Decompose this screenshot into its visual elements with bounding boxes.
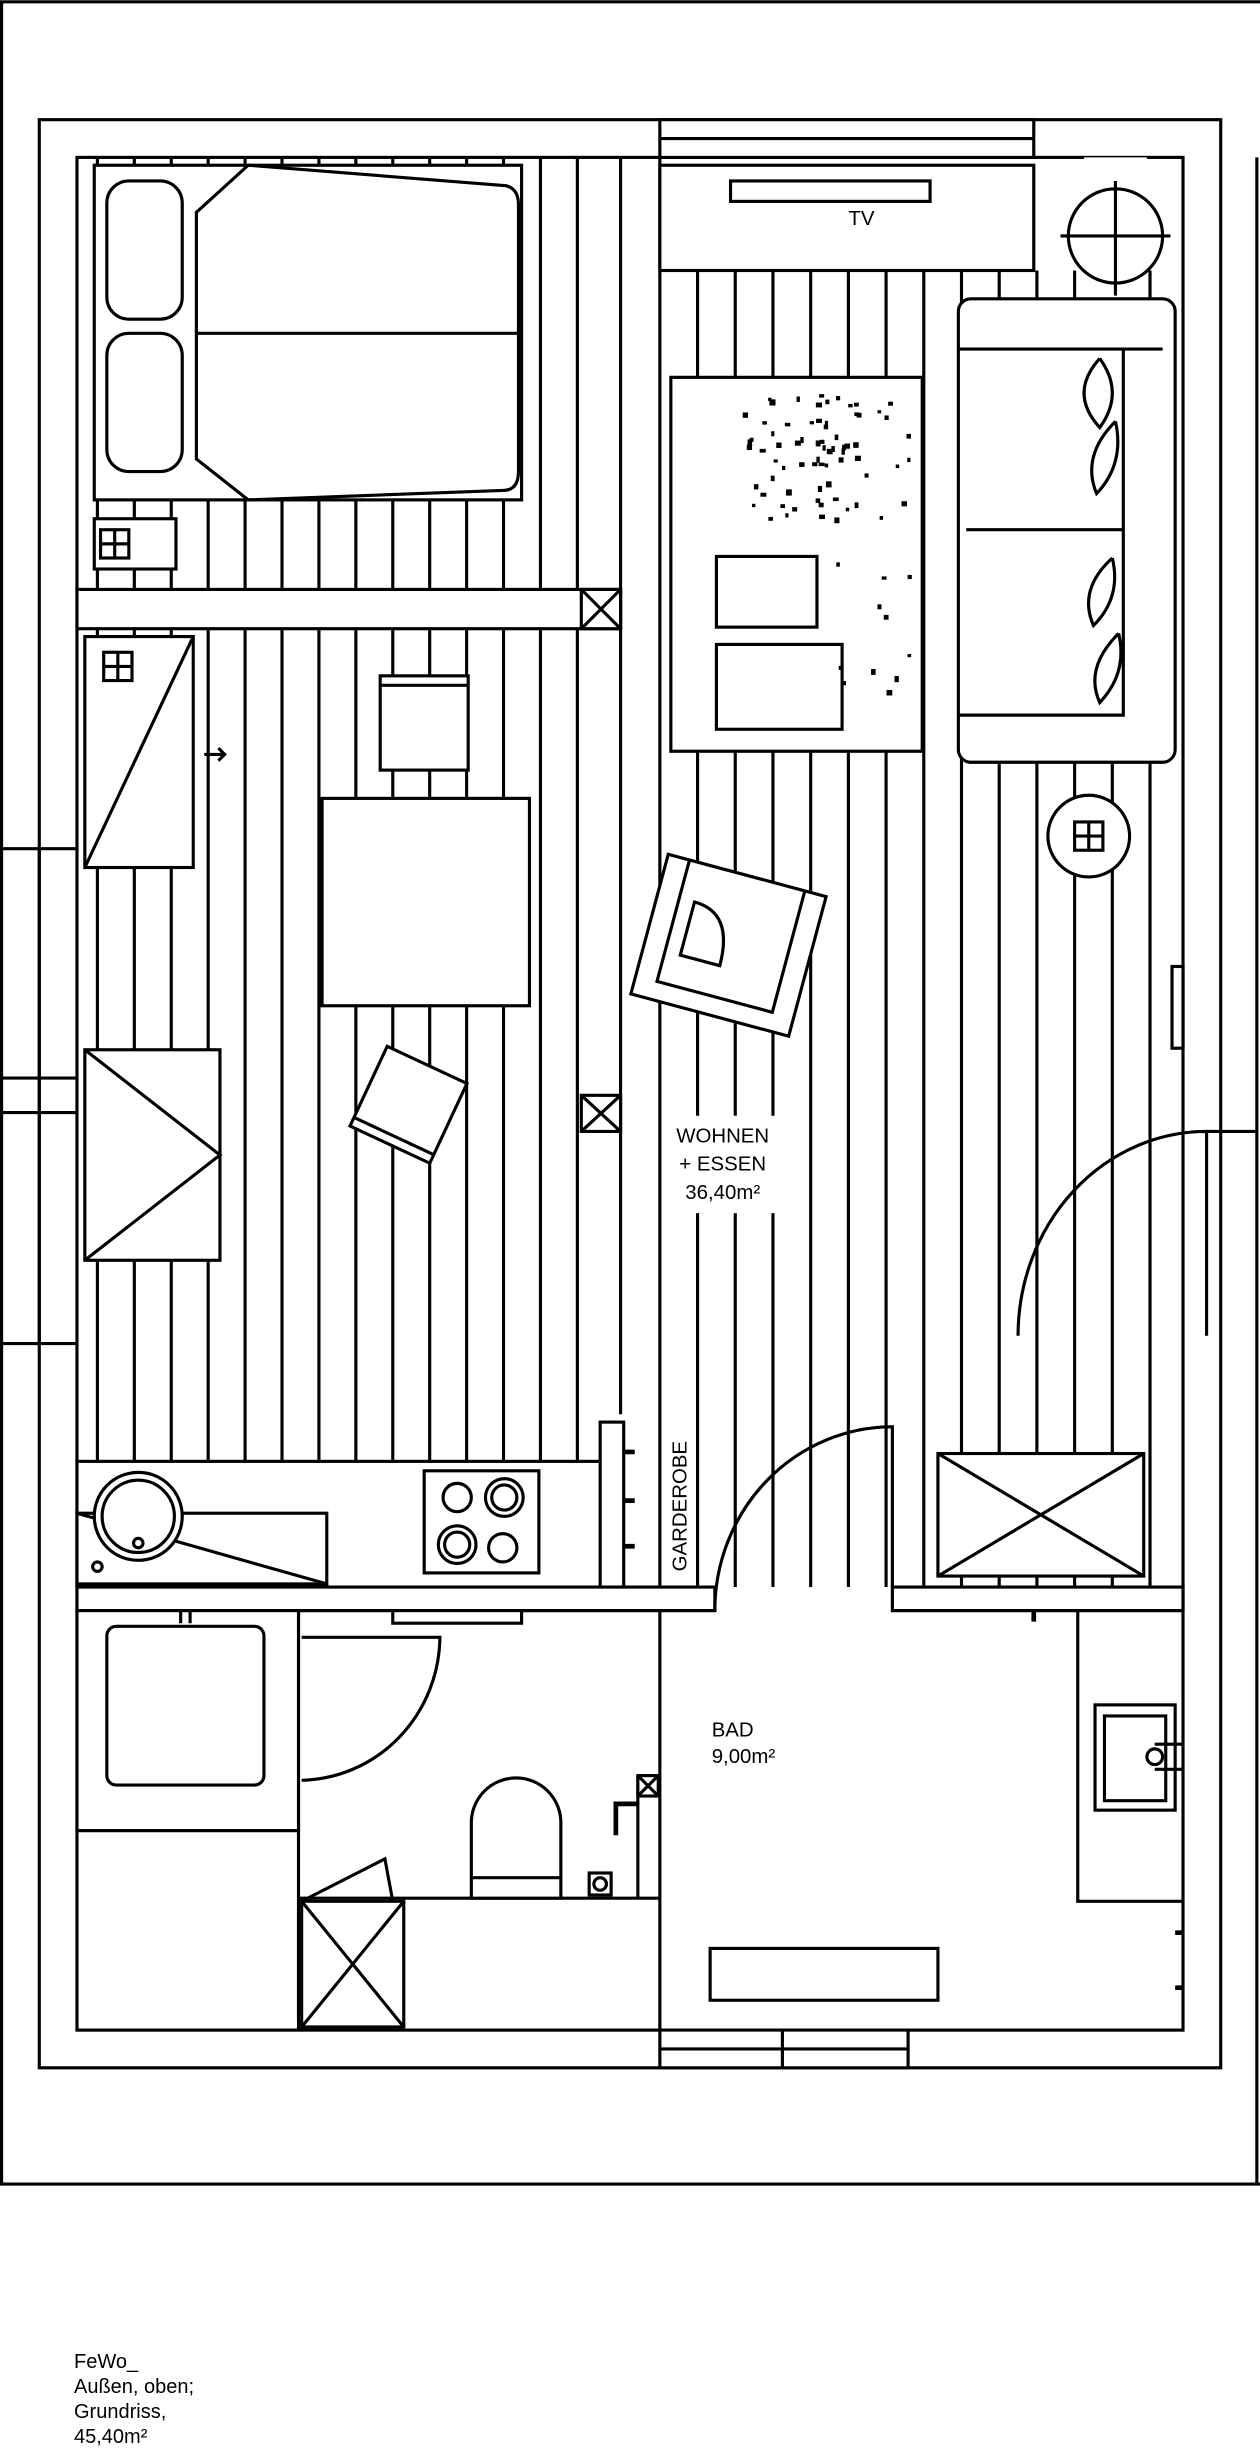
room-area-bath: 9,00m² <box>712 1746 776 1768</box>
lamp-icon <box>98 528 131 560</box>
arrow-icon <box>204 746 227 762</box>
window-bottom <box>658 2028 910 2070</box>
room-name-line2: + ESSEN <box>679 1154 766 1176</box>
floor-lamp-icon <box>1060 157 1171 299</box>
drawing-caption: FeWo_ Außen, oben; Grundriss, 45,40m² <box>74 2350 194 2450</box>
double-bed <box>92 163 524 502</box>
window-left <box>1 847 77 1346</box>
interior-wall <box>75 1585 1185 1613</box>
hob <box>422 1469 541 1575</box>
tv-label: TV <box>848 208 874 230</box>
lamp-icon <box>102 650 134 683</box>
tv <box>728 179 932 203</box>
window-top <box>658 118 1036 159</box>
wc-door[interactable] <box>301 1635 442 1782</box>
caption-line: FeWo_ <box>74 2351 139 2373</box>
room-name-line1: WOHNEN <box>676 1125 769 1147</box>
caption-line: Außen, oben; <box>74 2376 195 2398</box>
plant-pattern <box>742 394 912 696</box>
sink <box>92 1470 184 1562</box>
cabinet <box>83 1048 222 1262</box>
bathtub <box>708 1946 940 2002</box>
armchair <box>628 852 829 1039</box>
chair <box>378 674 470 772</box>
radiator <box>391 1609 524 1625</box>
dining-table <box>320 796 532 1008</box>
room-area-living: 36,40m² <box>685 1182 760 1204</box>
exterior-wall-inner <box>75 155 1185 2032</box>
entrance-door[interactable] <box>1016 1129 1257 1336</box>
radiator <box>1170 964 1185 1050</box>
partition-wall <box>619 157 662 1588</box>
site-frame <box>0 0 1260 2186</box>
garderobe-label: GARDEROBE <box>670 1441 692 1571</box>
side-table <box>1046 793 1132 879</box>
sofa <box>956 297 1177 764</box>
caption-line: Grundriss, <box>74 2401 167 2423</box>
bathroom-door[interactable] <box>713 1425 894 1611</box>
toilet <box>469 1776 563 1900</box>
room-name-bath: BAD <box>712 1719 754 1741</box>
coat-rack <box>598 1420 626 1589</box>
caption-line: 45,40m² <box>74 2426 148 2448</box>
chair <box>347 1044 470 1166</box>
washbasin <box>1093 1703 1177 1812</box>
shower <box>300 1856 406 2029</box>
washing-machine <box>105 1624 266 1787</box>
rug <box>669 375 924 753</box>
shelf-partition <box>75 587 623 631</box>
